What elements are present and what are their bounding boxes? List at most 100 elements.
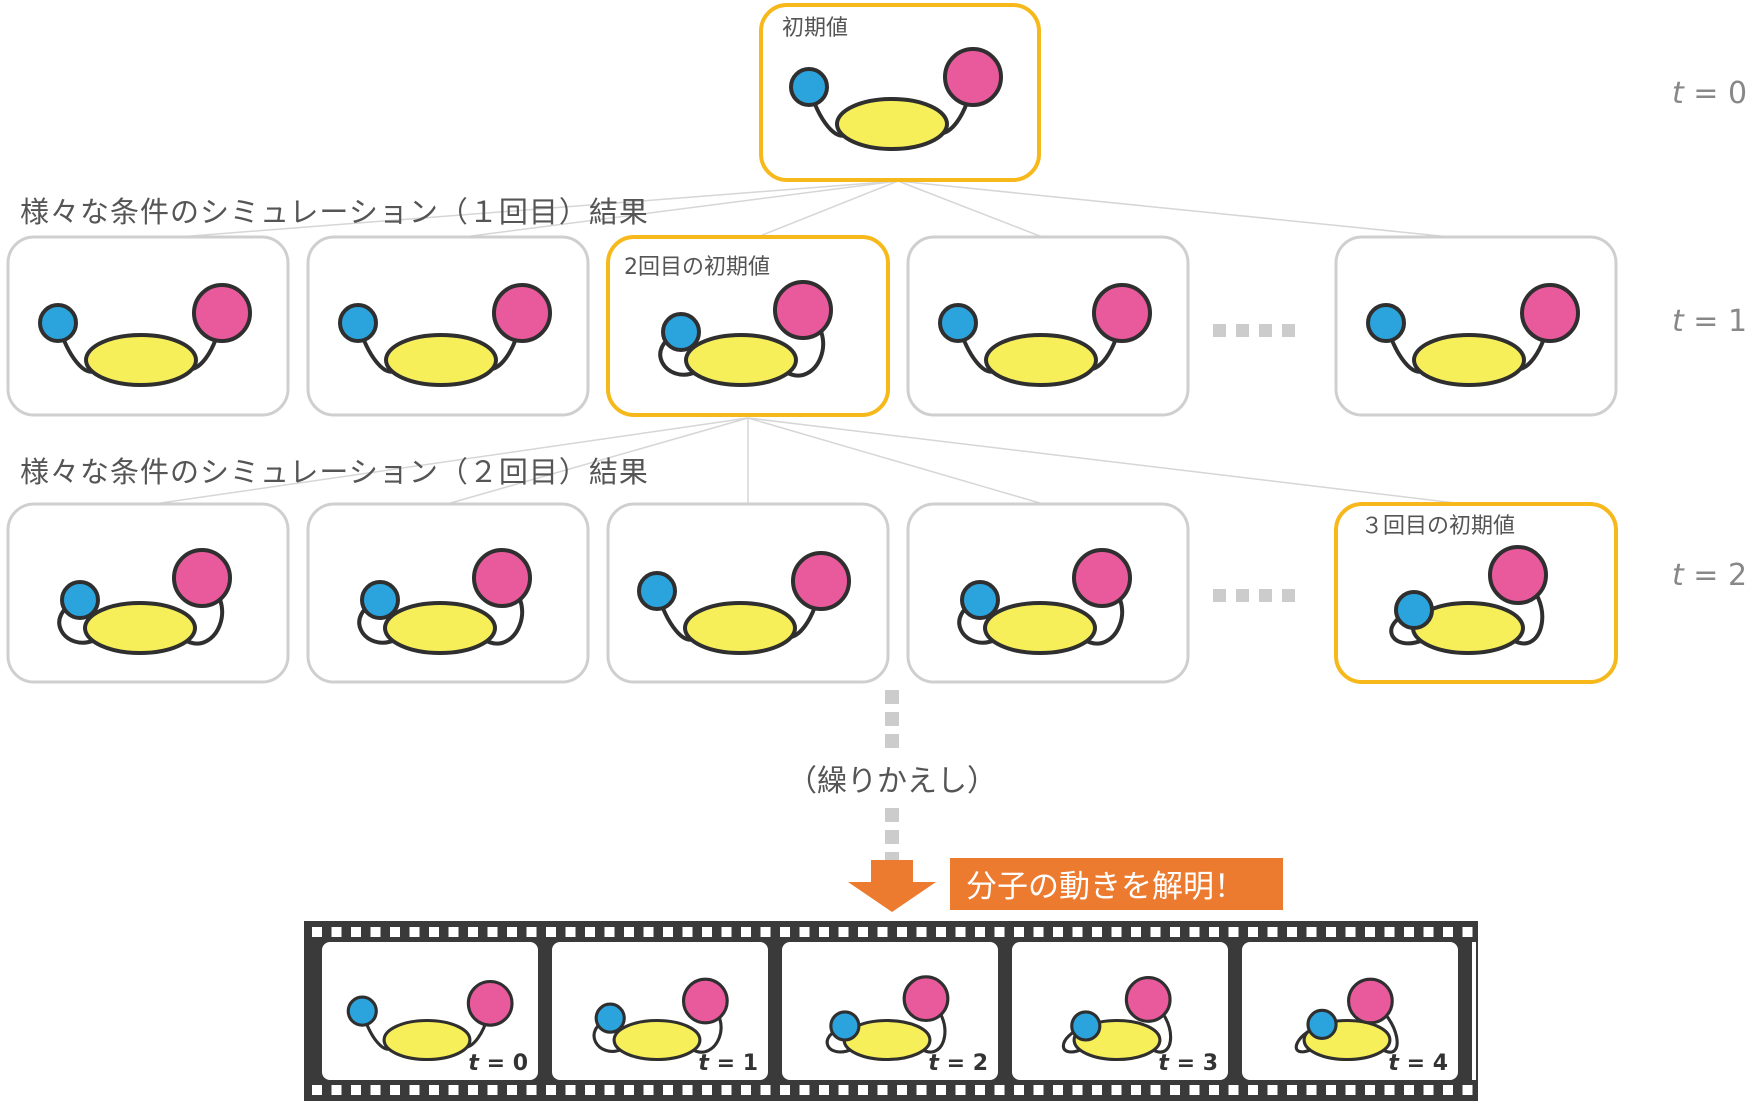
film-frame-label-3: t = 3 xyxy=(1158,1051,1218,1076)
film-1-small-atom xyxy=(594,1002,626,1034)
sprocket-hole-bottom xyxy=(643,1085,654,1095)
film-2-large-atom xyxy=(902,975,950,1023)
sprocket-hole-top xyxy=(1170,927,1180,937)
sprocket-hole-top xyxy=(429,927,439,937)
sprocket-hole-bottom xyxy=(585,1085,595,1095)
sprocket-hole-bottom xyxy=(351,1085,361,1095)
sprocket-hole-bottom xyxy=(1033,1085,1044,1095)
third-initial-title: ３回目の初期値 xyxy=(1361,514,1515,539)
sprocket-hole-bottom xyxy=(1306,1085,1317,1095)
sprocket-hole-bottom xyxy=(409,1085,420,1095)
film-1-large-atom xyxy=(681,977,729,1025)
row2-4-large-atom xyxy=(1488,545,1548,605)
sprocket-hole-top xyxy=(487,927,498,937)
sprocket-hole-top xyxy=(390,927,400,937)
row1-2-body xyxy=(684,333,798,387)
sprocket-hole-bottom xyxy=(1384,1085,1395,1095)
row2-2-small-atom xyxy=(637,571,677,611)
sprocket-hole-bottom xyxy=(1326,1085,1336,1095)
sprocket-hole-top xyxy=(331,927,342,937)
sprocket-hole-top xyxy=(838,927,849,937)
film-frame-0 xyxy=(322,942,538,1080)
row2-3-body xyxy=(983,601,1097,655)
sprocket-hole-bottom xyxy=(1443,1085,1453,1095)
initial-molecule xyxy=(789,47,1003,151)
row2-2-molecule xyxy=(637,551,851,655)
initial-value-title: 初期値 xyxy=(782,16,848,41)
sprocket-hole-top xyxy=(877,927,888,937)
row1-box-2 xyxy=(606,235,890,417)
row1-4-body xyxy=(1412,333,1526,387)
connector-row1-1 xyxy=(439,417,749,507)
sprocket-hole-top xyxy=(1209,927,1219,937)
row2-box-4 xyxy=(1334,502,1618,684)
tree-connectors xyxy=(139,180,1481,507)
film-3-large-atom xyxy=(1124,976,1172,1023)
film-frame-label-rest: = 1 xyxy=(709,1051,758,1076)
sprocket-hole-top xyxy=(643,927,654,937)
sprocket-hole-bottom xyxy=(877,1085,888,1095)
row2-2-large-atom xyxy=(791,551,851,611)
film-frame-3 xyxy=(1012,942,1228,1080)
connector-top-0 xyxy=(139,180,899,241)
sprocket-hole-top xyxy=(1189,927,1200,937)
sprocket-hole-bottom xyxy=(1248,1085,1258,1095)
film-frame-2 xyxy=(782,942,998,1080)
sprocket-hole-bottom xyxy=(370,1085,381,1095)
time-label-2: t = 2 xyxy=(1672,558,1747,593)
film-frame-label-var: t xyxy=(698,1051,710,1076)
film-0-body xyxy=(382,1018,472,1062)
sprocket-hole-top xyxy=(1462,927,1473,937)
sprocket-hole-top xyxy=(1092,927,1102,937)
row1-4-small-atom xyxy=(1366,303,1406,343)
sprocket-hole-top xyxy=(1306,927,1317,937)
sprocket-hole-bottom xyxy=(487,1085,498,1095)
row2-2-body xyxy=(683,601,797,655)
sprocket-hole-bottom xyxy=(312,1085,322,1095)
connector-top-4 xyxy=(897,180,1481,241)
sprocket-hole-top xyxy=(1014,927,1024,937)
row1-3-small-atom xyxy=(938,303,978,343)
sprocket-hole-top xyxy=(1326,927,1336,937)
sprocket-hole-bottom xyxy=(1228,1085,1239,1095)
film-3-molecule xyxy=(1061,976,1173,1062)
row1-4-molecule xyxy=(1366,283,1580,387)
connector-row1-0 xyxy=(139,417,749,507)
sprocket-hole-bottom xyxy=(955,1085,966,1095)
sprocket-hole-top xyxy=(741,927,751,937)
sprocket-hole-top xyxy=(604,927,615,937)
sprocket-hole-top xyxy=(975,927,985,937)
row2-4-molecule xyxy=(1389,545,1548,655)
row2-0-large-atom xyxy=(172,548,232,608)
row2-0-molecule xyxy=(57,548,232,655)
sprocket-hole-bottom xyxy=(819,1085,829,1095)
sprocket-hole-bottom xyxy=(1209,1085,1219,1095)
row1-0-body xyxy=(84,333,198,387)
sprocket-hole-bottom xyxy=(975,1085,985,1095)
row1-2-small-atom xyxy=(661,312,701,352)
sprocket-hole-bottom xyxy=(507,1085,517,1095)
sprocket-hole-top xyxy=(1423,927,1434,937)
sprocket-hole-bottom xyxy=(1345,1085,1356,1095)
sprocket-hole-top xyxy=(1033,927,1044,937)
sprocket-hole-top xyxy=(1384,927,1395,937)
sprocket-hole-top xyxy=(624,927,634,937)
film-3-small-atom xyxy=(1070,1010,1102,1042)
sprocket-hole-bottom xyxy=(1072,1085,1083,1095)
row2-3-molecule xyxy=(957,548,1132,655)
sprocket-hole-bottom xyxy=(1014,1085,1024,1095)
row1-box-4 xyxy=(1334,235,1618,417)
sprocket-hole-top xyxy=(682,927,693,937)
sprocket-hole-bottom xyxy=(916,1085,927,1095)
sprocket-hole-bottom xyxy=(1423,1085,1434,1095)
sprocket-hole-bottom xyxy=(702,1085,712,1095)
sprocket-hole-top xyxy=(409,927,420,937)
time-label-0: t = 0 xyxy=(1672,76,1747,111)
row2-0-small-atom xyxy=(60,580,100,620)
row2-0-body xyxy=(83,601,197,655)
film-frame-label-var: t xyxy=(1388,1051,1400,1076)
sprocket-hole-bottom xyxy=(760,1085,771,1095)
sprocket-hole-bottom xyxy=(390,1085,400,1095)
sprocket-hole-top xyxy=(819,927,829,937)
